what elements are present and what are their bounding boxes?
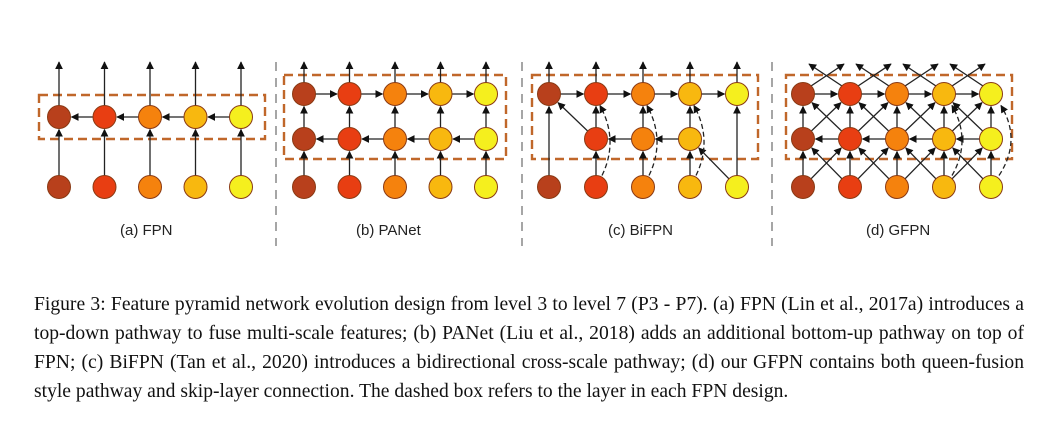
output-node [584, 82, 608, 106]
panel-label-gfpn: (d) GFPN [866, 222, 931, 239]
queen-fusion-arrow [808, 63, 843, 87]
fpn-node [92, 105, 117, 129]
dashed-layer-box [37, 93, 267, 141]
intermediate-node [838, 127, 862, 151]
fpn-node [138, 105, 162, 129]
input-node [631, 175, 655, 199]
queen-fusion-arrow [858, 102, 890, 132]
input-node [932, 175, 956, 199]
skip-connection [646, 104, 658, 176]
input-node [979, 175, 1003, 199]
output-node [537, 82, 561, 106]
queen-fusion-arrow [949, 63, 984, 87]
queen-fusion-arrow [855, 63, 890, 87]
top-down-arrow [557, 102, 589, 132]
queen-fusion-arrow [902, 63, 937, 87]
output-node [979, 82, 1003, 106]
figure-caption: Figure 3: Feature pyramid network evolut… [34, 290, 1024, 406]
output-node [631, 82, 655, 106]
input-node [92, 175, 117, 199]
intermediate-node [678, 127, 702, 151]
input-node [47, 175, 71, 199]
input-node [791, 175, 815, 199]
skip-layer-connection [998, 104, 1012, 176]
output-node [791, 82, 815, 106]
watermark: 知乎 @AI小怪兽 [808, 394, 992, 429]
top-down-node [292, 127, 316, 151]
input-node [229, 175, 253, 199]
queen-fusion-arrow [905, 102, 937, 132]
fpn-node [229, 105, 253, 129]
input-node [885, 175, 909, 199]
dashed-layer-box [530, 73, 760, 161]
output-node [885, 82, 909, 106]
panel-label-bifpn: (c) BiFPN [608, 222, 673, 239]
queen-fusion-arrow [905, 147, 937, 180]
skip-layer-connection [951, 104, 963, 176]
input-node [292, 175, 316, 199]
intermediate-node [584, 127, 608, 151]
queen-fusion-arrow [811, 102, 843, 132]
output-node [678, 82, 702, 106]
top-down-node [474, 127, 498, 151]
input-node [337, 175, 362, 199]
input-node [428, 175, 453, 199]
queen-fusion-arrow [952, 147, 984, 180]
bottom-up-node [292, 82, 316, 106]
queen-fusion-arrow [904, 63, 939, 87]
input-node [537, 175, 561, 199]
intermediate-node [791, 127, 815, 151]
queen-fusion-arrow [857, 63, 892, 87]
input-node [474, 175, 498, 199]
queen-fusion-arrow [951, 63, 986, 87]
input-node [383, 175, 407, 199]
figure-diagram [37, 61, 1014, 246]
intermediate-node [885, 127, 909, 151]
panel-label-fpn: (a) FPN [120, 222, 173, 239]
input-node [138, 175, 162, 199]
intermediate-node [631, 127, 655, 151]
top-down-arrow [698, 147, 730, 180]
fpn-node [47, 105, 71, 129]
input-node [838, 175, 862, 199]
skip-connection [693, 104, 705, 176]
top-down-node [428, 127, 453, 151]
input-node [725, 175, 749, 199]
bottom-up-node [474, 82, 498, 106]
input-node [584, 175, 608, 199]
input-node [183, 175, 208, 199]
caption-text: Figure 3: Feature pyramid network evolut… [34, 294, 1024, 402]
bottom-up-node [383, 82, 407, 106]
fpn-node [183, 105, 208, 129]
bottom-up-node [337, 82, 362, 106]
queen-fusion-arrow [810, 63, 845, 87]
queen-fusion-arrow [811, 147, 843, 180]
top-down-node [383, 127, 407, 151]
output-node [838, 82, 862, 106]
top-down-node [337, 127, 362, 151]
bottom-up-node [428, 82, 453, 106]
panel-label-panet: (b) PANet [356, 222, 421, 239]
skip-connection [599, 104, 611, 176]
watermark-text: 知乎 @AI小怪兽 [808, 400, 993, 428]
intermediate-node [979, 127, 1003, 151]
output-node [725, 82, 749, 106]
intermediate-node [932, 127, 956, 151]
dashed-layer-box [784, 73, 1014, 161]
queen-fusion-arrow [858, 147, 890, 180]
output-node [932, 82, 956, 106]
input-node [678, 175, 702, 199]
